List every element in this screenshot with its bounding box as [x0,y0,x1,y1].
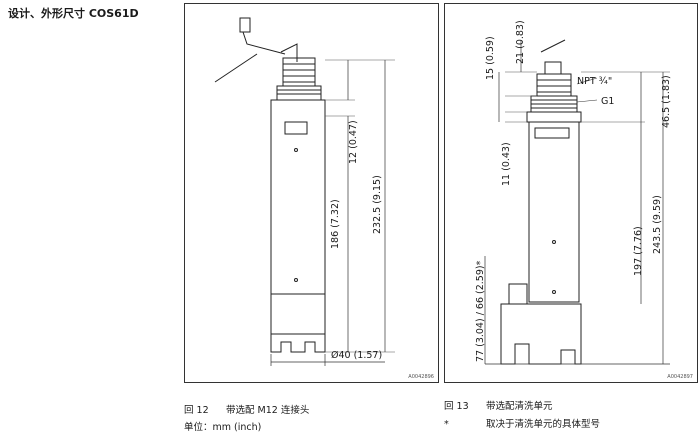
figure-2-caption: 回 13 带选配清洗单元 [444,398,553,412]
sensor-body [528,121,580,303]
m12-connector [239,17,251,33]
figure-1-drawing: 12 (0.47) 186 (7.32) 232.5 (9.15) Ø40 (1… [214,17,395,366]
dim-small-label: 11 (0.43) [501,142,512,186]
dim-diameter-label: Ø40 (1.57) [331,350,382,361]
sensor-head [536,73,572,97]
sensor-body [270,99,326,295]
sensor-bottom [270,293,326,335]
figure-1-title: 带选配 M12 连接头 [226,405,310,416]
dim-body-label: 186 (7.32) [330,199,341,249]
figure-1-frame: 12 (0.47) 186 (7.32) 232.5 (9.15) Ø40 (1… [184,3,439,383]
section-heading: 设计、外形尺寸 COS61D [8,7,139,20]
mount-line [214,53,258,83]
figure-2-code: A0042897 [667,374,693,380]
figure-1-code: A0042896 [408,374,434,380]
figure-2-frame: 15 (0.59) 21 (0.83) NPT ¾" G1 46.5 (1.83… [444,3,698,383]
dim-head-label: 12 (0.47) [348,120,359,164]
g1-label: G1 [601,96,614,107]
dim-clean-label: 77 (3.04) / 66 (2.59)* [475,260,486,362]
npt-label: NPT ¾" [577,76,612,87]
dim-top1-label: 15 (0.59) [485,36,496,80]
cleaning-nozzle [508,283,528,305]
dim-mid-label: 46.5 (1.83) [661,75,672,128]
cable-line [280,43,298,62]
figure-1-caption: 回 12 带选配 M12 连接头 [184,402,309,416]
figure-1-number: 回 12 [184,405,209,416]
figure-2-drawing: 15 (0.59) 21 (0.83) NPT ¾" G1 46.5 (1.83… [475,20,672,365]
figure-2-title: 带选配清洗单元 [486,401,553,412]
figure-2-note-text: 取决于清洗单元的具体型号 [486,419,601,430]
figure-2-note: * 取决于清洗单元的具体型号 [444,416,600,430]
figure-2-note-mark: * [444,419,449,430]
dim-total-label: 243.5 (9.59) [652,195,663,254]
dim-total-label: 232.5 (9.15) [372,175,383,234]
cleaning-unit [500,303,582,365]
dim-body-label: 197 (7.76) [633,226,644,276]
figure-2-number: 回 13 [444,401,469,412]
dim-top2-label: 21 (0.83) [515,20,526,64]
cable-line [540,39,566,53]
figure-1-unit: 单位：mm (inch) [184,422,262,433]
connector-cap [544,61,562,75]
